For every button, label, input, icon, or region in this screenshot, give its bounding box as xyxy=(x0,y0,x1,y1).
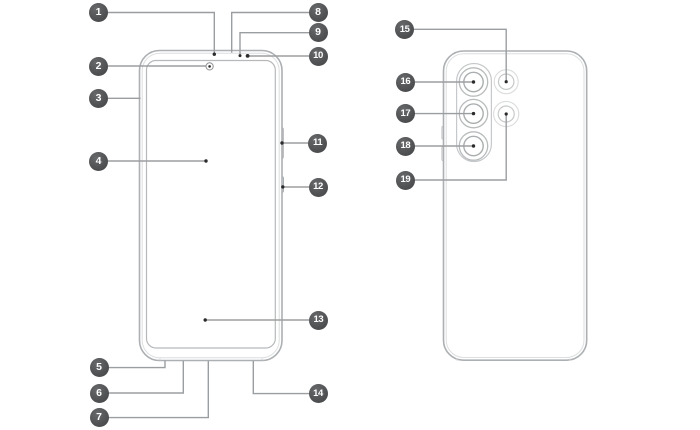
callout-badge-16-rear-camera-top-left-lens: 16 xyxy=(395,72,415,92)
callout-badge-7-bottom-center-port: 7 xyxy=(89,408,109,428)
callout-badge-10-top-sensor-dot-2: 10 xyxy=(308,46,328,66)
top-sensor-dot-1 xyxy=(238,54,242,58)
callout-badge-13-screen-lower-dot: 13 xyxy=(308,310,328,330)
callout-badge-6-bottom-edge-mic: 6 xyxy=(89,383,109,403)
leader-line-1 xyxy=(98,11,215,53)
screen-lower-dot xyxy=(203,318,207,322)
leader-line-9 xyxy=(239,32,318,55)
lens-dot-bottom-left xyxy=(471,144,476,148)
leader-line-19 xyxy=(404,114,507,181)
front-body-inner-line xyxy=(141,52,280,359)
callout-badge-11-volume-key: 11 xyxy=(308,133,328,153)
callout-leader-lines xyxy=(98,11,507,419)
lens-dot-middle-left xyxy=(471,111,476,116)
rear-antenna-ticks xyxy=(456,358,571,361)
callout-badge-17-rear-camera-middle-left-lens: 17 xyxy=(395,104,415,124)
callout-badge-4-screen: 4 xyxy=(89,151,108,171)
front-camera-icon xyxy=(205,62,214,71)
callout-badge-9-top-sensor-dot-1: 9 xyxy=(308,23,328,43)
leader-line-8 xyxy=(231,11,318,53)
callout-badge-8-earpiece-top-edge: 8 xyxy=(308,3,328,22)
top-sensor-dot-2 xyxy=(245,54,250,58)
callout-badge-3-left-frame-edge: 3 xyxy=(89,88,108,108)
front-phone-view xyxy=(138,49,284,362)
antenna-ticks xyxy=(159,358,263,361)
callout-badge-1-top-microphone-hole: 1 xyxy=(89,3,108,22)
callout-badge-19-rear-camera-bottom-right-lens: 19 xyxy=(395,170,415,190)
callout-badge-14-bottom-edge-speaker: 14 xyxy=(308,384,328,404)
lens-dot-top-right xyxy=(504,80,508,84)
callout-badge-2-front-camera: 2 xyxy=(89,56,108,76)
callout-badge-15-rear-camera-top-right-lens: 15 xyxy=(395,19,415,39)
screen-target-dot xyxy=(204,159,208,163)
screen-outline xyxy=(145,59,276,349)
volume-key-dot xyxy=(280,141,284,145)
leader-line-15 xyxy=(404,28,507,82)
lens-dot-top-left xyxy=(471,80,476,84)
callout-badge-18-rear-camera-bottom-left-lens: 18 xyxy=(395,136,415,156)
rear-body-inner-line xyxy=(445,53,585,358)
side-key-dot xyxy=(281,185,285,189)
detail-dots xyxy=(203,52,508,322)
leader-line-14 xyxy=(252,360,318,395)
lens-dot-bottom-right xyxy=(504,112,508,116)
leader-line-5 xyxy=(99,360,166,369)
rear-phone-view xyxy=(441,50,588,362)
callout-badge-5-bottom-edge-left: 5 xyxy=(89,358,109,378)
leader-line-6 xyxy=(99,360,184,394)
callout-badge-12-side-key: 12 xyxy=(308,177,328,197)
top-microphone-dot xyxy=(212,52,216,56)
leader-line-7 xyxy=(99,360,209,419)
